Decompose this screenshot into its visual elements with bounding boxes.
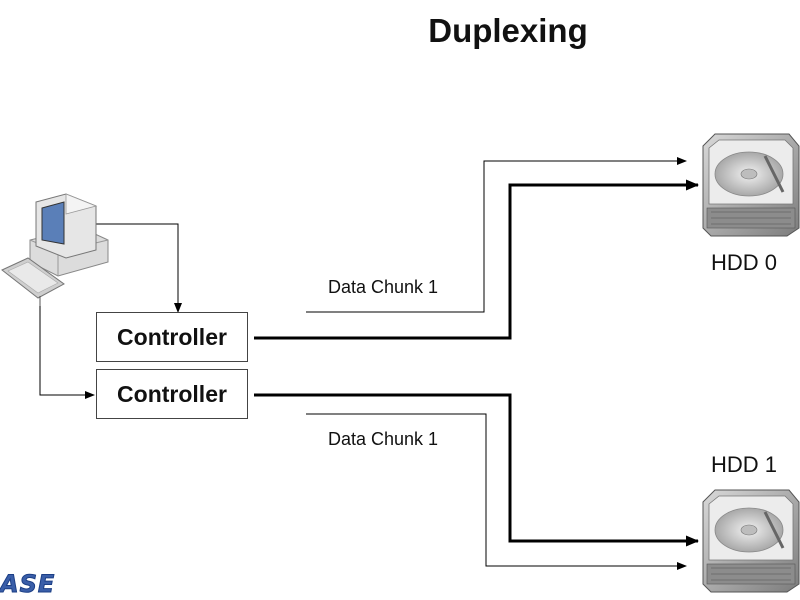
controller-1-to-hdd1-thick-line xyxy=(254,393,699,547)
ase-logo: ASE xyxy=(0,570,56,599)
hard-drive-icon xyxy=(702,489,800,593)
chunk-to-hdd0-thin-line xyxy=(306,157,687,313)
hard-drive-icon xyxy=(702,133,800,237)
hdd0-label: HDD 0 xyxy=(711,250,778,275)
controller-1-box: Controller xyxy=(96,369,248,419)
controller-0-to-hdd0-thick-line xyxy=(254,179,699,340)
data-chunk-label-1: Data Chunk 1 xyxy=(328,429,439,449)
diagram-title: Duplexing xyxy=(428,12,588,49)
controller-0-box: Controller xyxy=(96,312,248,362)
hdd1-label: HDD 1 xyxy=(711,452,778,477)
computer-to-controller-1-line xyxy=(39,306,95,399)
chunk-to-hdd1-thin-line xyxy=(306,413,687,570)
computer-icon xyxy=(1,193,109,306)
controller-1-label: Controller xyxy=(117,380,227,407)
computer-to-controller-0-line xyxy=(96,223,182,313)
data-chunk-label-0: Data Chunk 1 xyxy=(328,277,439,297)
controller-0-label: Controller xyxy=(117,323,227,350)
